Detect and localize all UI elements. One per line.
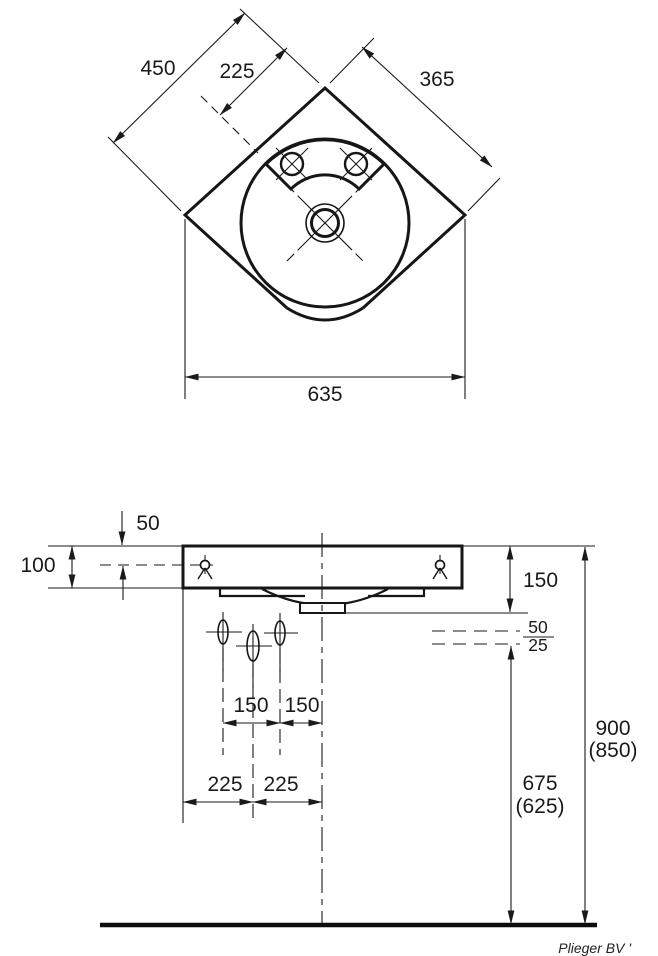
dim-label-225-plan: 225 [219, 60, 254, 83]
dim-label-100: 100 [20, 554, 55, 577]
extension-line [329, 37, 375, 84]
dim-675: 675 (625) [507, 645, 565, 925]
tap-symbol-left [197, 555, 213, 580]
elevation-view: 100 50 150 50 25 [20, 511, 638, 928]
dim-635: 635 [184, 219, 466, 406]
dim-label-225-right: 225 [263, 773, 298, 796]
extension-line [200, 95, 259, 154]
tap-symbol-right [432, 555, 448, 580]
dim-450: 450 [107, 8, 320, 212]
dim-label-450: 450 [140, 57, 175, 80]
dim-225-225: 225 225 [182, 773, 323, 806]
dim-150-150: 150 150 [222, 694, 323, 727]
dim-label-675: 675 [522, 772, 557, 795]
plan-view: 450 225 365 635 [107, 8, 501, 406]
dim-label-150-depth: 150 [523, 569, 558, 592]
dim-150-depth: 150 [462, 545, 595, 613]
fixing-hole-left [217, 619, 229, 645]
dim-label-25-level: 25 [528, 635, 547, 655]
dim-label-225-left: 225 [207, 773, 242, 796]
drain [286, 184, 364, 262]
fixing-hole-right [274, 620, 286, 646]
dim-label-900-alt: (850) [588, 739, 637, 762]
dim-365: 365 [329, 37, 501, 212]
dim-label-365: 365 [419, 68, 454, 91]
brand-note: Plieger BV ' [558, 940, 632, 956]
dim-100: 100 [20, 545, 183, 589]
dim-label-150-right: 150 [284, 694, 319, 717]
dim-label-50-level: 50 [528, 617, 548, 637]
dim-225-plan: 225 [200, 47, 288, 154]
extension-line [107, 136, 182, 212]
dim-900: 900 (850) [581, 546, 638, 925]
extension-line [239, 8, 320, 84]
dim-label-900: 900 [595, 717, 630, 740]
level-lines-50-25: 50 25 [432, 617, 554, 655]
dim-label-150-left: 150 [233, 694, 268, 717]
tap-hole-right [339, 147, 373, 181]
basin-front-arc [286, 306, 364, 322]
dim-label-675-alt: (625) [515, 795, 564, 818]
dim-label-635: 635 [307, 383, 342, 406]
fixing-holes [206, 612, 298, 688]
basin-wall-edges [182, 85, 468, 310]
dim-label-50-top: 50 [136, 512, 159, 535]
extension-line [467, 177, 501, 212]
tap-hole-left [275, 147, 309, 181]
fixing-hole-middle [246, 630, 260, 662]
dim-50-top: 50 [118, 511, 160, 600]
